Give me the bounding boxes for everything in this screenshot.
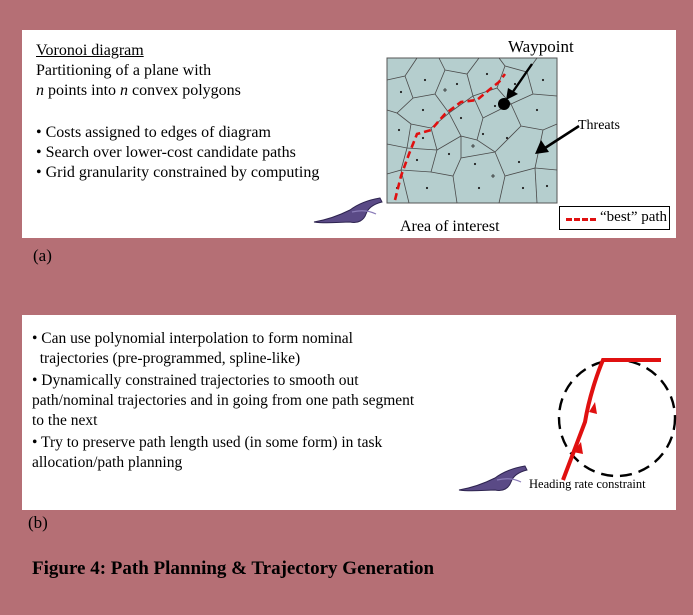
desc-text: convex polygons	[128, 82, 241, 99]
text-line: trajectories (pre-programmed, spline-lik…	[32, 350, 301, 367]
legend: “best” path	[559, 206, 670, 230]
bullet-item: • Grid granularity constrained by comput…	[36, 164, 320, 181]
text-line: • Try to preserve path length used (in s…	[32, 434, 383, 451]
voronoi-description-line2: n points into n convex polygons	[36, 81, 241, 101]
heading-rate-label: Heading rate constraint	[529, 477, 646, 491]
uav-icon	[313, 197, 383, 224]
area-of-interest-label: Area of interest	[400, 218, 500, 235]
desc-text: points into	[44, 82, 121, 99]
voronoi-map	[386, 57, 558, 204]
uav-icon	[458, 465, 528, 492]
n-variable: n	[36, 82, 44, 99]
legend-dashed-line	[566, 218, 596, 221]
text-line: allocation/path planning	[32, 454, 183, 471]
text-line: • Can use polynomial interpolation to fo…	[32, 330, 353, 347]
threats-label: Threats	[578, 118, 620, 133]
heading-rate-diagram	[557, 358, 677, 481]
trajectory-path	[561, 358, 661, 481]
legend-label: “best” path	[600, 209, 668, 225]
waypoint-label: Waypoint	[508, 37, 574, 56]
panel-b-label: (b)	[28, 513, 48, 532]
threats-arrow	[535, 124, 580, 154]
panel-a-label: (a)	[33, 246, 52, 265]
bullet-item: • Search over lower-cost candidate paths	[36, 144, 296, 161]
text-line: path/nominal trajectories and in going f…	[32, 392, 415, 409]
bullet-item: • Costs assigned to edges of diagram	[36, 124, 271, 141]
figure-caption: Figure 4: Path Planning & Trajectory Gen…	[32, 558, 435, 579]
waypoint-arrow	[498, 63, 533, 110]
waypoint-marker	[498, 98, 510, 110]
trajectory-panel: • Can use polynomial interpolation to fo…	[22, 315, 677, 510]
text-line: to the next	[32, 412, 98, 429]
voronoi-title: Voronoi diagram	[36, 42, 144, 59]
turn-circle	[557, 358, 677, 478]
best-path	[393, 73, 507, 201]
text-line: • Dynamically constrained trajectories t…	[32, 372, 359, 389]
voronoi-description-line1: Partitioning of a plane with	[36, 62, 212, 79]
voronoi-panel: Voronoi diagram Partitioning of a plane …	[22, 30, 676, 238]
n-variable: n	[120, 82, 129, 99]
